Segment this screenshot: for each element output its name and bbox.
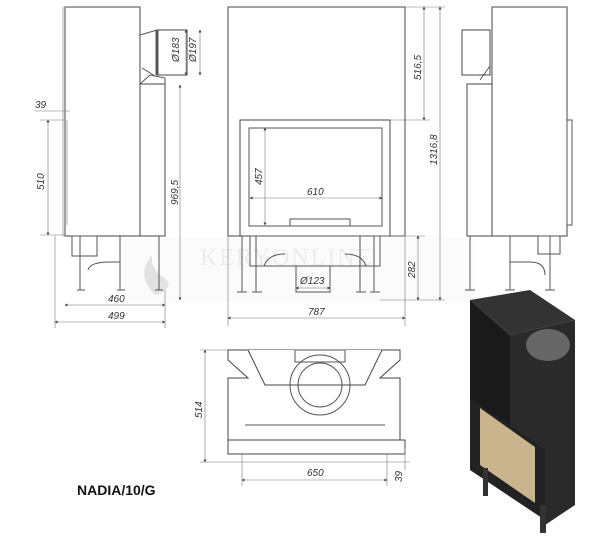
dim-650: 650 bbox=[307, 468, 324, 479]
dim-1316: 1316,8 bbox=[429, 134, 440, 165]
dim-39-top: 39 bbox=[394, 470, 405, 482]
dim-282: 282 bbox=[407, 261, 418, 279]
dim-457: 457 bbox=[254, 168, 265, 185]
watermark-text: KERYONLINE bbox=[200, 245, 373, 271]
dim-460: 460 bbox=[108, 294, 125, 305]
dim-123: Ø123 bbox=[299, 276, 325, 287]
dim-flue-inner: Ø183 bbox=[171, 37, 182, 63]
dim-510: 510 bbox=[36, 173, 47, 190]
front-view: 457 610 Ø123 516,5 1316,8 282 787 bbox=[227, 6, 445, 326]
dim-flue-outer: Ø197 bbox=[188, 37, 199, 63]
right-side-view bbox=[461, 6, 573, 291]
watermark: KERYONLINE bbox=[125, 238, 475, 303]
model-name: NADIA/10/G bbox=[77, 482, 156, 498]
dim-39-side: 39 bbox=[35, 100, 47, 111]
fireplace-3d-render bbox=[470, 290, 575, 533]
dim-787: 787 bbox=[308, 307, 325, 318]
top-view: 514 650 39 bbox=[194, 349, 410, 486]
flame-logo-icon bbox=[144, 255, 169, 295]
dim-516: 516,5 bbox=[413, 55, 424, 80]
dim-969: 969,5 bbox=[170, 180, 181, 205]
dim-514: 514 bbox=[194, 401, 205, 418]
left-side-view: Ø183 Ø197 969,5 510 39 460 499 bbox=[35, 6, 202, 328]
dim-610: 610 bbox=[307, 187, 324, 198]
dim-499: 499 bbox=[108, 311, 125, 322]
